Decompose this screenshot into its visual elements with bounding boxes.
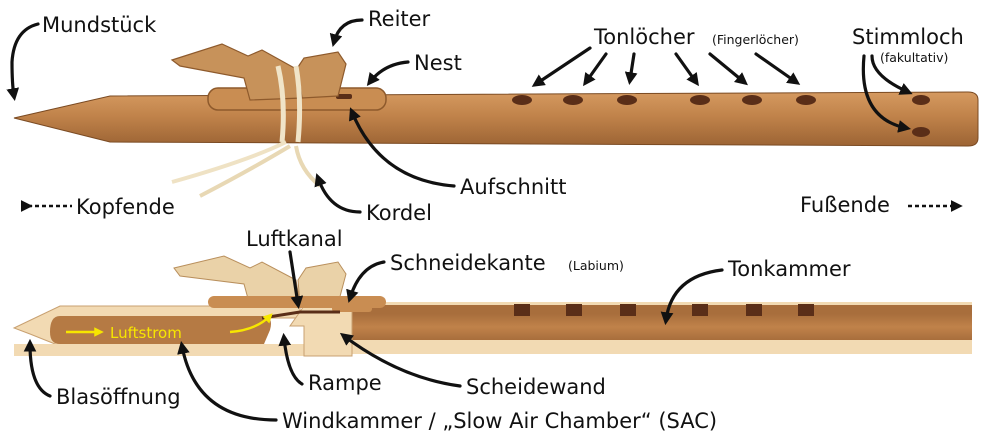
tuning-hole: [912, 95, 930, 105]
flue: [261, 310, 340, 320]
section-hole: [514, 304, 530, 316]
nest-slot: [336, 94, 352, 99]
label-foot-end: Fußende: [800, 193, 890, 217]
block-arrow: [329, 18, 364, 47]
finger-hole: [796, 95, 816, 105]
tuning-hole: [912, 127, 930, 137]
label-tuning-hole-note: (fakultativ): [880, 50, 948, 65]
label-mouth-opening: Blasöffnung: [56, 385, 181, 409]
tuning-hole-arrow: [861, 54, 912, 133]
wall-top: [336, 304, 972, 314]
label-cut: Aufschnitt: [460, 175, 566, 199]
section-hole: [798, 304, 814, 316]
mouthpiece-arrow: [6, 22, 40, 102]
finger-hole-arrow: [531, 46, 592, 87]
finger-hole: [617, 95, 637, 105]
block: [170, 43, 347, 101]
top-labels: Mundstück Reiter Nest Tonlöcher (Fingerl…: [6, 7, 964, 225]
label-cutting-edge-note: (Labium): [568, 258, 624, 273]
sound-chamber: [336, 314, 972, 340]
section-hole: [746, 304, 762, 316]
finger-hole: [690, 95, 710, 105]
section-holes: [514, 304, 814, 316]
section-hole: [692, 304, 708, 316]
section-hole: [566, 304, 582, 316]
finger-hole-arrow: [583, 52, 608, 87]
label-finger-holes: Tonlöcher: [593, 25, 695, 49]
cutting-edge-arrow: [346, 260, 386, 303]
label-tuning-hole: Stimmloch: [852, 25, 964, 49]
label-plug: Scheidewand: [466, 375, 606, 399]
label-cutting-edge: Schneidekante: [390, 251, 546, 275]
tuning-hole-arrow: [870, 54, 913, 95]
label-flue: Luftkanal: [246, 227, 343, 251]
finger-hole: [563, 95, 583, 105]
label-block: Reiter: [368, 7, 431, 31]
section-hole: [620, 304, 636, 316]
cord: [171, 65, 322, 198]
flute-exterior: [13, 43, 979, 198]
label-nest: Nest: [414, 51, 462, 75]
label-head-end: Kopfende: [76, 195, 175, 219]
finger-hole: [742, 95, 762, 105]
finger-hole-arrow: [624, 52, 638, 86]
finger-holes: [512, 95, 816, 105]
label-mouthpiece: Mundstück: [42, 13, 157, 37]
label-cord: Kordel: [366, 201, 432, 225]
finger-hole: [512, 95, 532, 105]
airstream-arrow-right: [229, 313, 273, 334]
plug-arrow: [339, 332, 462, 388]
flue-arrow: [288, 250, 304, 310]
flute-section: Luftstrom: [12, 255, 972, 357]
mouth-opening-arrow: [23, 338, 52, 398]
wall-bottom: [336, 340, 972, 354]
finger-hole-arrow: [674, 52, 699, 87]
nest-arrow: [366, 60, 410, 87]
label-ramp: Rampe: [308, 371, 382, 395]
flute-body: [13, 91, 979, 147]
ramp-arrow: [278, 332, 304, 386]
finger-hole-arrow: [708, 52, 748, 86]
sound-chamber-arrow: [660, 268, 724, 326]
section-labels: Luftkanal Schneidekante (Labium) Tonkamm…: [23, 227, 851, 433]
wind-chamber-arrow: [177, 340, 278, 422]
label-finger-holes-note: (Fingerlöcher): [712, 32, 799, 47]
cut-arrow: [349, 107, 456, 188]
label-wind-chamber: Windkammer / „Slow Air Chamber“ (SAC): [282, 409, 717, 433]
cord-arrow: [314, 173, 362, 214]
label-airstream: Luftstrom: [110, 324, 182, 342]
label-sound-chamber: Tonkammer: [727, 257, 851, 281]
finger-hole-arrow: [754, 52, 801, 85]
wind-chamber: [50, 316, 271, 344]
